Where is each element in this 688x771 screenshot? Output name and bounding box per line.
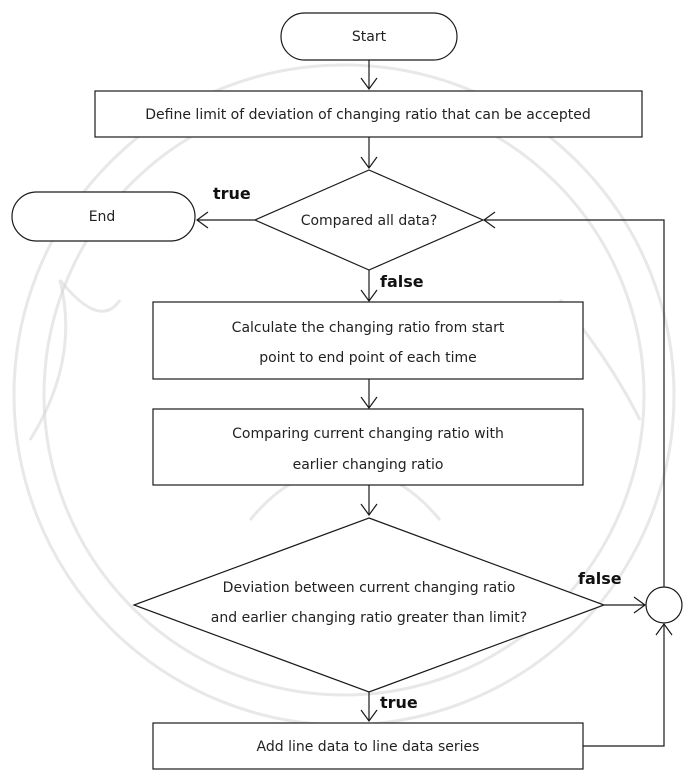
junction-connector [645, 586, 683, 624]
arrowhead-compared-end [195, 211, 209, 229]
arrowhead-junction-compared [482, 211, 496, 229]
define-limit-process [94, 90, 643, 138]
comparing-ratio-label-line1: Comparing current changing ratio with [232, 426, 504, 442]
add-line-data-process [152, 722, 584, 770]
connector-junction-compared [484, 219, 665, 587]
compared-all-data-label: Compared all data? [301, 213, 438, 229]
arrowhead-comparing-deviation [360, 503, 378, 517]
arrowhead-add-junction [655, 622, 673, 636]
arrowhead-deviation-add [360, 709, 378, 723]
arrowhead-start-define [360, 77, 378, 91]
comparing-ratio-process [152, 408, 584, 486]
arrowhead-define-compared [360, 156, 378, 170]
comparing-ratio-label-line2: earlier changing ratio [293, 457, 444, 473]
deviation-label-line1: Deviation between current changing ratio [223, 580, 516, 596]
calculate-ratio-process [152, 301, 584, 380]
define-limit-label: Define limit of deviation of changing ra… [145, 107, 590, 123]
deviation-true-label: true [380, 693, 418, 712]
arrowhead-compared-calculate [360, 289, 378, 303]
end-label: End [89, 209, 116, 225]
compared-true-label: true [213, 184, 251, 203]
deviation-label-line2: and earlier changing ratio greater than … [211, 610, 527, 626]
calculate-ratio-label-line2: point to end point of each time [259, 350, 476, 366]
calculate-ratio-label-line1: Calculate the changing ratio from start [232, 320, 505, 336]
arrowhead-calculate-comparing [360, 396, 378, 410]
compared-false-label: false [380, 272, 424, 291]
connector-add-junction [583, 624, 665, 747]
start-label: Start [352, 29, 387, 45]
arrowhead-deviation-junction [633, 596, 647, 614]
add-line-data-label: Add line data to line data series [257, 739, 480, 755]
deviation-false-label: false [578, 569, 622, 588]
end-terminator [11, 191, 196, 242]
